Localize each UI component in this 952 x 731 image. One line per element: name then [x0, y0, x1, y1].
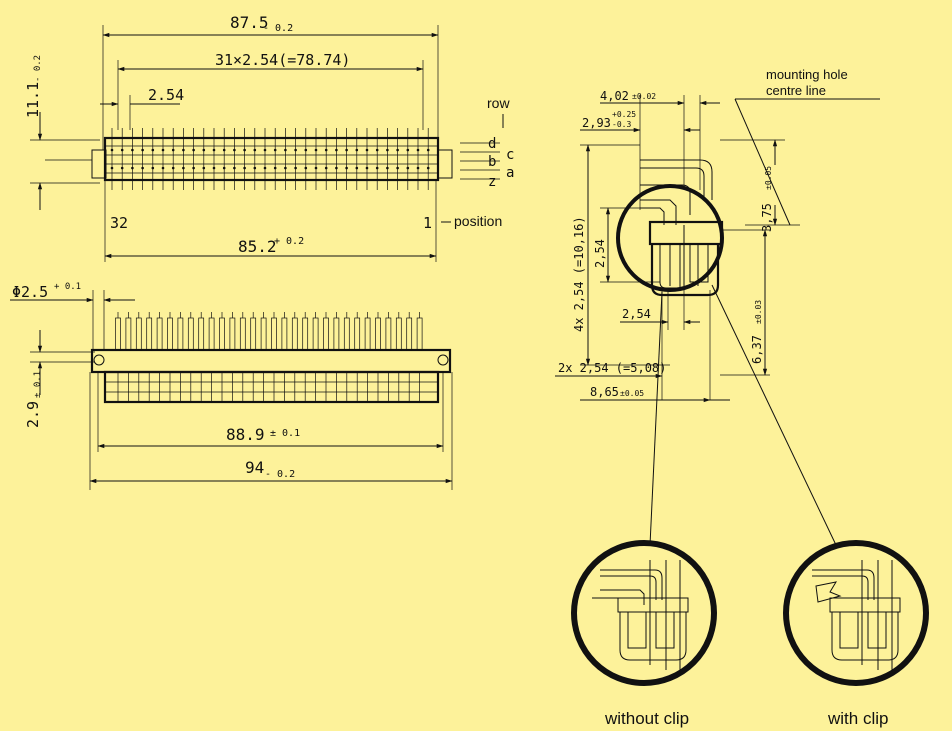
dim-87-5-tol: - 0.2 — [263, 23, 293, 34]
label-without-clip: without clip — [604, 709, 689, 728]
pin — [167, 317, 173, 351]
pin — [416, 317, 423, 351]
dim-hole-dia: Φ2.5 — [12, 283, 48, 301]
dim-88-9: 88.9 — [226, 425, 265, 444]
top-view: 87.5 - 0.2 31×2.54(=78.74) 2.54 11.1 - 0… — [24, 13, 514, 262]
bottom-view: Φ2.5 + 0.1 2.9 ± 0.1 88.9 ± 0.1 94 - 0.2 — [10, 282, 453, 490]
dim-31x254: 31×2.54(=78.74) — [215, 51, 350, 69]
pos-1: 1 — [423, 214, 432, 232]
row-b: b — [488, 154, 496, 170]
pin — [229, 317, 236, 351]
pin — [146, 317, 153, 351]
mounting-note-1: mounting hole — [766, 67, 848, 82]
dim-pitch-254: 2.54 — [148, 86, 184, 104]
pin — [250, 317, 257, 351]
mounting-leader — [734, 98, 791, 226]
mounting-hole-left — [93, 354, 105, 366]
connector-flange — [90, 348, 452, 374]
pin — [385, 317, 392, 351]
dim-85-2-tol: + 0.2 — [274, 236, 304, 247]
dim-3-75-tol: ±0.05 — [764, 166, 773, 190]
dim-4x-254: 4x 2,54 (=10,16) — [572, 216, 586, 332]
pin — [208, 317, 215, 351]
label-with-clip: with clip — [827, 709, 888, 728]
row-c: c — [506, 147, 514, 163]
pin — [239, 317, 246, 351]
mounting-note-2: centre line — [766, 83, 826, 98]
pin-bend-upper — [640, 159, 713, 200]
pin — [187, 317, 194, 351]
dim-8-65: 8,65 — [590, 385, 619, 399]
dim-3-75: 3,75 — [760, 203, 774, 232]
connector-body-front — [103, 370, 440, 404]
dim-2-93-tol-dn: -0.3 — [612, 120, 631, 129]
detail-with-clip: with clip — [783, 540, 929, 728]
pin — [291, 317, 298, 351]
pin — [281, 317, 288, 351]
pin — [156, 317, 163, 351]
top-pin-array — [110, 128, 430, 190]
row-z: z — [488, 174, 496, 190]
pin — [333, 317, 340, 351]
housing-upper — [648, 220, 724, 246]
right-ear-top — [437, 149, 453, 179]
pin — [312, 317, 319, 351]
dim-94: 94 — [245, 458, 264, 477]
dim-94-tol: - 0.2 — [265, 469, 295, 480]
pin — [177, 317, 184, 351]
dim-2-54-vertical: 2,54 — [593, 239, 607, 268]
dim-88-9-tol: ± 0.1 — [270, 428, 300, 439]
pin — [260, 317, 267, 351]
side-view: mounting hole centre line 4,02 ±0.02 2,9… — [555, 67, 880, 546]
row-a: a — [506, 165, 514, 181]
position-label: position — [454, 213, 502, 229]
dim-85-2: 85.2 — [238, 237, 277, 256]
pin — [302, 317, 309, 351]
dim-6-37-tol: ±0.03 — [754, 300, 763, 324]
pin — [406, 317, 413, 351]
pin — [271, 317, 277, 351]
pin — [323, 317, 329, 351]
leader-without-clip — [649, 291, 663, 546]
pin — [135, 317, 142, 351]
dim-4-02-tol: ±0.02 — [632, 92, 656, 101]
row-label: row — [487, 95, 510, 111]
pin — [115, 317, 121, 351]
detail-without-clip: without clip — [571, 540, 717, 728]
dim-2-9-tol: ± 0.1 — [33, 371, 43, 398]
mounting-hole-right — [437, 354, 449, 366]
dim-height-tol: - 0.2 — [33, 55, 43, 82]
dim-2-93-tol-up: +0.25 — [612, 110, 636, 119]
dim-2x-254: 2x 2,54 (=5,08) — [558, 361, 666, 375]
dim-8-65-tol: ±0.05 — [620, 389, 644, 398]
dim-2-93: 2,93 — [582, 116, 611, 130]
leader-with-clip — [711, 284, 837, 546]
pin — [125, 317, 132, 351]
pin — [343, 317, 350, 351]
bottom-pin-array — [115, 312, 423, 402]
pin — [198, 317, 205, 351]
pin — [219, 317, 225, 351]
dim-87-5: 87.5 — [230, 13, 269, 32]
pin — [354, 317, 361, 351]
clip-shape — [815, 581, 842, 603]
dim-height-11-1: 11.1 — [24, 82, 42, 118]
detail-circle-marker — [616, 184, 724, 292]
connector-body-top — [103, 136, 440, 182]
dim-2-9: 2.9 — [24, 401, 42, 428]
pos-32: 32 — [110, 214, 128, 232]
detail-circle-with-clip — [783, 540, 929, 686]
dim-hole-dia-tol: + 0.1 — [54, 282, 81, 292]
dim-6-37: 6,37 — [750, 335, 764, 364]
pin — [375, 317, 381, 351]
pin — [364, 317, 371, 351]
row-d: d — [488, 136, 496, 152]
dim-4-02: 4,02 — [600, 89, 629, 103]
detail-circle-without-clip — [571, 540, 717, 686]
dim-2-54-horizontal: 2,54 — [622, 307, 651, 321]
pin — [395, 317, 402, 351]
